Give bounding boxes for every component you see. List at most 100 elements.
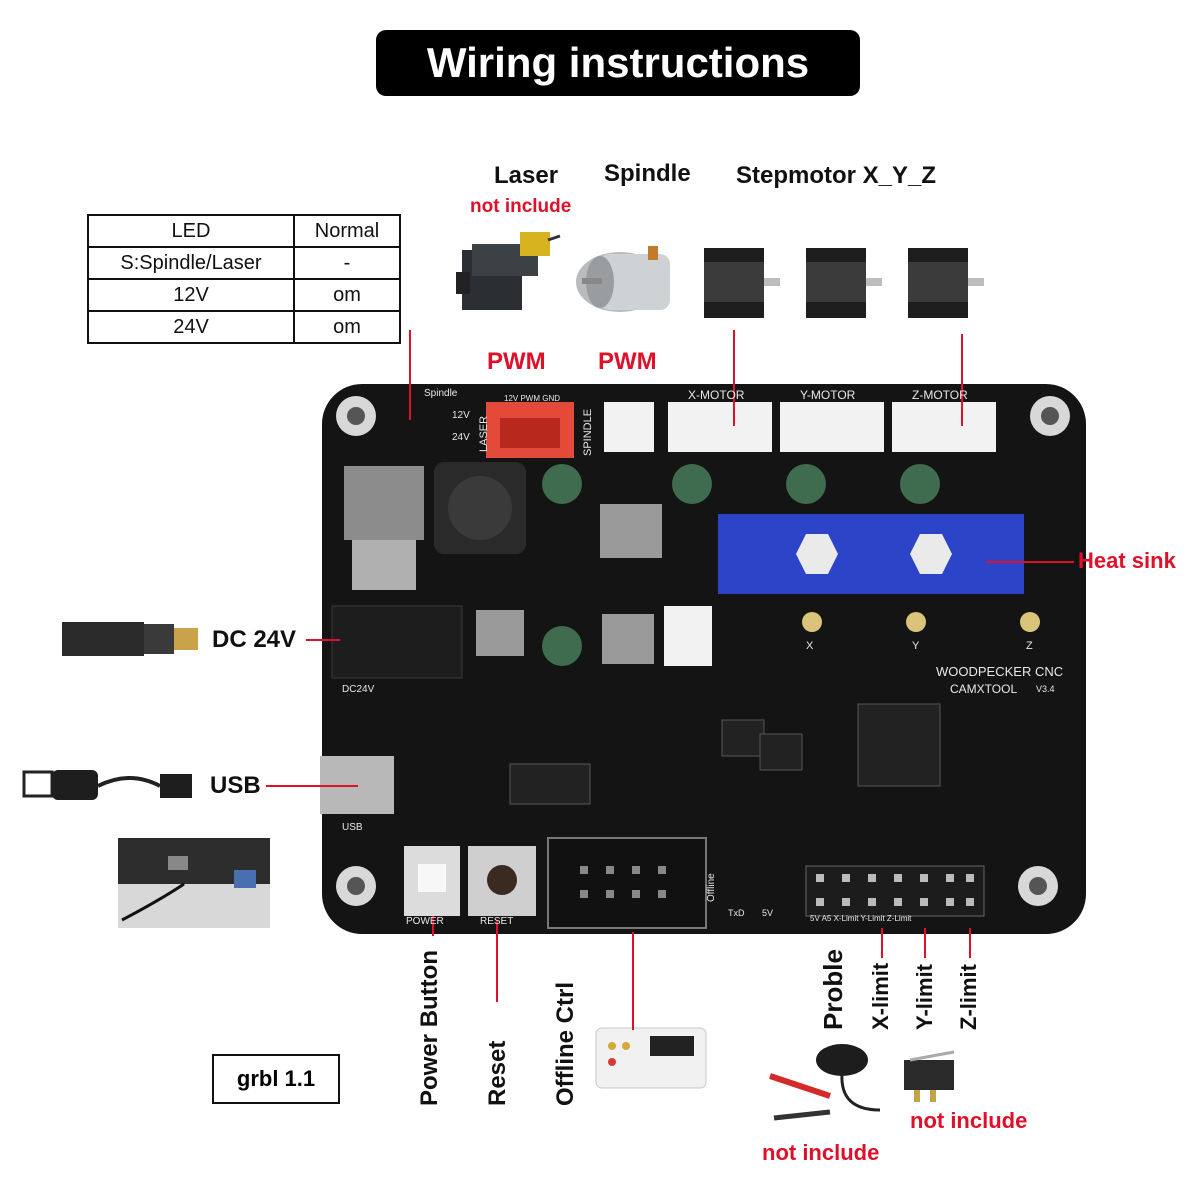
limit-switch-image: [904, 1050, 955, 1102]
table-cell: -: [293, 246, 401, 280]
probe-label: Proble: [818, 949, 848, 1030]
z-motor-connector: [892, 402, 996, 452]
heat-sink-bolt: [796, 534, 838, 574]
brand-silk: WOODPECKER CNC: [936, 664, 1064, 679]
table-cell: om: [293, 310, 401, 344]
mounting-hole-center: [1029, 877, 1047, 895]
z-motor-silk: Z-MOTOR: [912, 388, 968, 402]
probe-image: [769, 1044, 881, 1121]
stepmotor-label: Stepmotor X_Y_Z: [736, 162, 937, 189]
laser-connector-socket: [500, 418, 560, 448]
limit-header-pins: [816, 874, 974, 906]
v5-silk: 5V: [762, 908, 774, 918]
v24-led-silk: 24V: [452, 432, 470, 443]
x-motor-connector: [668, 402, 772, 452]
mounting-hole-center: [347, 407, 365, 425]
table-cell: om: [293, 278, 401, 312]
indicator-lines: [266, 330, 1074, 1030]
usb-silk: USB: [342, 822, 363, 833]
spindle-connector: [604, 402, 654, 452]
laser-module-image: [456, 232, 561, 310]
spindle-label: Spindle: [604, 160, 691, 187]
power-silk: POWER: [406, 916, 444, 927]
heat-sink: [718, 514, 1024, 594]
firmware-label: grbl 1.1: [212, 1054, 340, 1104]
driver-chip: [721, 719, 765, 757]
regulator-pins: [352, 540, 416, 590]
power-button-cap: [418, 864, 446, 892]
dc-24v-label: DC 24V: [212, 626, 297, 653]
y-limit-label: Y-limit: [912, 963, 937, 1030]
y-motor-connector: [780, 402, 884, 452]
mosfet: [600, 504, 662, 558]
spindle-led-silk: Spindle: [424, 388, 458, 399]
offline-header: [547, 837, 707, 929]
version-silk: V3.4: [1036, 684, 1055, 694]
stepper-motor-z-image: [908, 248, 984, 318]
dc-plug-image: [62, 622, 198, 656]
usb-cable-image: [22, 770, 192, 800]
offline-controller-image: [595, 1027, 707, 1089]
led-header: LED: [87, 214, 295, 248]
dc-jack: [331, 605, 463, 679]
offline-silk: Offline: [706, 873, 717, 902]
mounting-hole-center: [347, 877, 365, 895]
offline-header-pins: [580, 866, 666, 898]
page-title: Wiring instructions: [376, 30, 860, 96]
v12-led-silk: 12V: [452, 410, 470, 421]
heat-sink-label: Heat sink: [1078, 548, 1176, 573]
trimpot-z: [1020, 612, 1040, 632]
x-motor-silk: X-MOTOR: [688, 388, 745, 402]
trimpot-x: [802, 612, 822, 632]
x-limit-label: X-limit: [868, 962, 893, 1030]
mcu-chip: [857, 703, 941, 787]
voltage-regulator: [344, 466, 424, 540]
probe-not-include: not include: [762, 1140, 880, 1165]
trimpot-y: [906, 612, 926, 632]
spindle-pwm-label: PWM: [598, 348, 657, 375]
usb-chip: [509, 763, 591, 805]
led-status-table: LED Normal S:Spindle/Laser - 12V om 24V …: [87, 214, 401, 344]
stepper-motor-y-image: [806, 248, 882, 318]
reset-button-cap: [487, 865, 517, 895]
reset-label: Reset: [484, 1040, 511, 1106]
laser-not-include: not include: [470, 196, 572, 217]
table-cell: 12V: [87, 278, 295, 312]
header-pins-silk: 5V A5 X-Limit Y-Limit Z-Limit: [810, 914, 912, 923]
mosfet: [602, 614, 654, 664]
laser-label: Laser: [494, 162, 559, 189]
reset-silk: RESET: [480, 916, 514, 927]
spindle-motor-image: [576, 246, 670, 312]
capacitor: [900, 464, 940, 504]
laptop-port-image: [118, 838, 270, 928]
switch-not-include: not include: [910, 1108, 1028, 1133]
limit-header: [805, 865, 985, 917]
stepper-motor-x-image: [704, 248, 780, 318]
z-limit-label: Z-limit: [956, 964, 981, 1030]
offline-ctrl-label: Offline Ctrl: [552, 982, 579, 1106]
capacitor: [542, 464, 582, 504]
aux-connector: [664, 606, 712, 666]
axis-z-silk: Z: [1026, 640, 1033, 652]
laser-pwm-label: PWM: [487, 348, 546, 375]
mounting-hole-center: [1041, 407, 1059, 425]
table-cell: 24V: [87, 310, 295, 344]
normal-header: Normal: [293, 214, 401, 248]
spindle-silk: SPINDLE: [582, 408, 594, 456]
model-silk: CAMXTOOL: [950, 682, 1018, 696]
axis-y-silk: Y: [912, 640, 920, 652]
txd-silk: TxD: [728, 908, 745, 918]
driver-chip: [759, 733, 803, 771]
y-motor-silk: Y-MOTOR: [800, 388, 856, 402]
axis-x-silk: X: [806, 640, 814, 652]
dc-silk: DC24V: [342, 684, 375, 695]
table-cell: S:Spindle/Laser: [87, 246, 295, 280]
capacitor: [786, 464, 826, 504]
laser-silk: LASER: [478, 415, 490, 452]
laser-pins-silk: 12V PWM GND: [504, 394, 561, 403]
capacitor: [542, 626, 582, 666]
capacitor: [672, 464, 712, 504]
power-button-label: Power Button: [416, 950, 443, 1106]
mosfet: [476, 610, 524, 656]
